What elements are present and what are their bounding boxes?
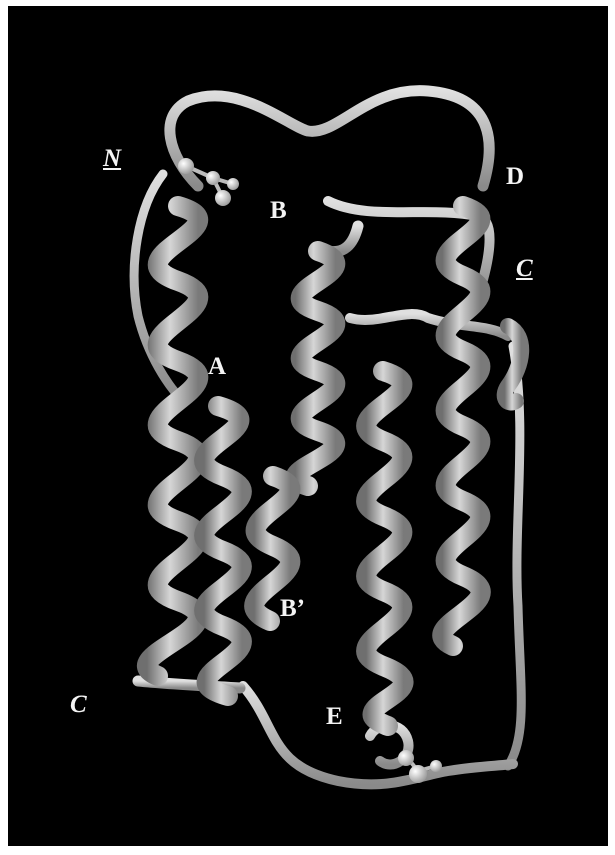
- label-helix-d: D: [506, 164, 524, 189]
- label-c-terminus-left: C: [70, 692, 87, 717]
- helix-b-ribbon: [295, 251, 335, 486]
- helix-a-ribbon: [147, 206, 198, 676]
- label-c-terminus-right: C: [516, 256, 533, 281]
- label-helix-b: B: [270, 198, 287, 223]
- helix-a-prime-ribbon: [204, 406, 242, 696]
- helix-e-ribbon: [366, 371, 403, 726]
- b-c-link: [350, 314, 508, 336]
- protein-ribbon-figure: N B D C A B’ C E: [8, 6, 608, 846]
- label-helix-b-prime: B’: [280, 596, 305, 621]
- ribbon-structure-graphic: [8, 6, 608, 846]
- label-helix-a: A: [208, 354, 226, 379]
- label-helix-e: E: [326, 704, 343, 729]
- helix-d-ribbon: [442, 206, 480, 646]
- label-n-terminus: N: [103, 146, 121, 171]
- top-loop: [170, 91, 489, 186]
